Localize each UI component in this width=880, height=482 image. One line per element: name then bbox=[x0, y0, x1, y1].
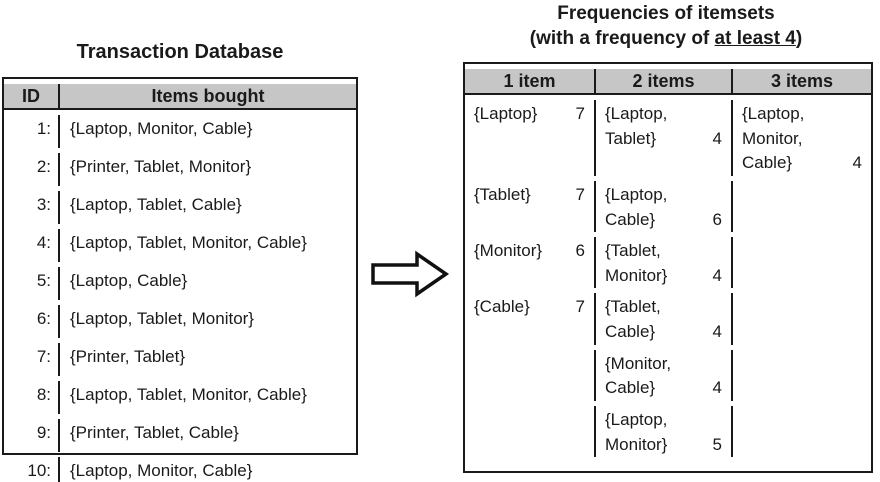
itemset-cell: {Laptop} 7 bbox=[465, 100, 596, 176]
transaction-id: 4: bbox=[4, 229, 60, 262]
transaction-items: {Printer, Tablet} bbox=[70, 347, 185, 366]
itemset-label: {Laptop, Cable} bbox=[605, 184, 668, 229]
itemset-label: {Laptop, Monitor} bbox=[605, 410, 668, 454]
transaction-items: {Laptop, Monitor, Cable} bbox=[70, 119, 253, 138]
column-header-1-item: 1 item bbox=[465, 69, 596, 95]
itemset-count: 7 bbox=[575, 297, 585, 317]
table-row: 5: {Laptop, Cable} bbox=[4, 267, 356, 300]
frequencies-title-line1: Frequencies of itemsets bbox=[557, 3, 775, 24]
itemset-count: 6 bbox=[575, 241, 585, 261]
min-frequency-underline: at least 4 bbox=[714, 27, 796, 49]
itemset-label: {Laptop, Tablet} bbox=[605, 104, 668, 148]
table-row: 4: {Laptop, Tablet, Monitor, Cable} bbox=[4, 229, 356, 262]
transaction-id: 8: bbox=[4, 381, 60, 414]
frequencies-title-line2: (with a frequency of at least 4) bbox=[529, 27, 803, 49]
itemset-cell: {Laptop, Monitor} 5 bbox=[596, 406, 733, 458]
table-row: {Laptop} 7 {Laptop, Tablet} 4 {Laptop, Mon… bbox=[465, 100, 871, 176]
table-row: {Cable} 7 {Tablet, Cable} 4 bbox=[465, 293, 871, 345]
itemset-count: 7 bbox=[575, 184, 585, 204]
transaction-id: 3: bbox=[4, 191, 60, 224]
transaction-items: {Laptop, Tablet, Monitor, Cable} bbox=[70, 233, 307, 252]
itemset-cell: {Cable} 7 bbox=[465, 293, 596, 345]
table-row: 6: {Laptop, Tablet, Monitor} bbox=[4, 305, 356, 338]
table-row: 8: {Laptop, Tablet, Monitor, Cable} bbox=[4, 381, 356, 414]
itemset-cell: {Laptop, Monitor, Cable} 4 bbox=[733, 100, 871, 176]
transaction-id: 9: bbox=[4, 419, 60, 452]
table-row: 10: {Laptop, Monitor, Cable} bbox=[4, 457, 356, 482]
itemset-cell: {Monitor, Cable} 4 bbox=[596, 349, 733, 402]
itemset-count: 6 bbox=[712, 209, 722, 229]
itemset-count: 4 bbox=[712, 265, 722, 285]
column-header-id: ID bbox=[4, 84, 60, 110]
transaction-id: 7: bbox=[4, 343, 60, 376]
transaction-items: {Laptop, Tablet, Cable} bbox=[70, 195, 242, 214]
transaction-id: 10: bbox=[4, 457, 60, 482]
itemset-cell: {Tablet} 7 bbox=[465, 180, 596, 233]
column-header-3-items: 3 items bbox=[733, 69, 871, 95]
transaction-db-title: Transaction Database bbox=[76, 41, 284, 63]
table-row: 1: {Laptop, Monitor, Cable} bbox=[4, 115, 356, 148]
transaction-items: {Laptop, Monitor, Cable} bbox=[70, 461, 253, 480]
itemset-label: {Tablet, Cable} bbox=[605, 297, 661, 342]
itemset-count: 4 bbox=[712, 378, 722, 398]
itemset-label: {Laptop, Monitor, Cable} bbox=[742, 104, 805, 173]
itemset-label: {Tablet, Monitor} bbox=[605, 241, 668, 285]
transaction-items: {Laptop, Tablet, Monitor} bbox=[70, 309, 254, 328]
column-header-2-items: 2 items bbox=[596, 69, 733, 95]
table-row: {Tablet} 7 {Laptop, Cable} 6 bbox=[465, 180, 871, 233]
itemset-cell: {Monitor} 6 bbox=[465, 237, 596, 289]
itemset-cell: {Laptop, Tablet} 4 bbox=[596, 100, 733, 176]
transaction-id: 6: bbox=[4, 305, 60, 338]
table-row: {Laptop, Monitor} 5 bbox=[465, 406, 871, 458]
itemset-label: {Tablet} bbox=[474, 184, 531, 204]
transaction-items: {Laptop, Tablet, Monitor, Cable} bbox=[70, 385, 307, 404]
itemset-count: 4 bbox=[712, 128, 722, 148]
itemset-cell: {Tablet, Cable} 4 bbox=[596, 293, 733, 345]
itemset-label: {Cable} bbox=[474, 297, 530, 317]
itemset-label: {Monitor, Cable} bbox=[605, 353, 672, 398]
itemset-cell bbox=[465, 406, 596, 458]
table-row: {Monitor, Cable} 4 bbox=[465, 349, 871, 402]
block-arrow-right-icon bbox=[371, 250, 450, 298]
itemset-count: 4 bbox=[852, 153, 862, 173]
column-header-items-bought: Items bought bbox=[60, 84, 356, 110]
transaction-id: 5: bbox=[4, 267, 60, 300]
itemset-cell bbox=[733, 406, 871, 457]
itemset-cell bbox=[733, 293, 871, 344]
transaction-table: ID Items bought 1: {Laptop, Monitor, Cabl… bbox=[2, 77, 358, 482]
transaction-items: {Printer, Tablet, Cable} bbox=[70, 423, 239, 442]
frequencies-title: Frequencies of itemsets (with a frequenc… bbox=[455, 2, 877, 51]
itemset-count: 5 bbox=[712, 434, 722, 454]
table-header-row: 1 item 2 items 3 items bbox=[465, 69, 871, 95]
transaction-id: 2: bbox=[4, 153, 60, 186]
transaction-items: {Printer, Tablet, Monitor} bbox=[70, 157, 252, 176]
table-row: 3: {Laptop, Tablet, Cable} bbox=[4, 191, 356, 224]
itemset-cell: {Laptop, Cable} 6 bbox=[596, 180, 733, 233]
table-row: {Monitor} 6 {Tablet, Monitor} 4 bbox=[465, 237, 871, 289]
itemset-cell bbox=[465, 349, 596, 402]
table-row: 9: {Printer, Tablet, Cable} bbox=[4, 419, 356, 452]
table-row: 2: {Printer, Tablet, Monitor} bbox=[4, 153, 356, 186]
transaction-items: {Laptop, Cable} bbox=[70, 271, 188, 290]
itemset-cell bbox=[733, 181, 871, 232]
itemset-label: {Monitor} bbox=[474, 241, 543, 261]
transaction-id: 1: bbox=[4, 115, 60, 148]
itemset-count: 7 bbox=[575, 104, 585, 123]
itemset-cell bbox=[733, 237, 871, 288]
itemset-cell: {Tablet, Monitor} 4 bbox=[596, 237, 733, 289]
itemset-label: {Laptop} bbox=[474, 104, 538, 123]
frequency-table: 1 item 2 items 3 items {Laptop} 7 {Laptop… bbox=[463, 62, 873, 473]
table-header-row: ID Items bought bbox=[4, 84, 356, 110]
itemset-cell bbox=[733, 350, 871, 401]
table-row: 7: {Printer, Tablet} bbox=[4, 343, 356, 376]
itemset-count: 4 bbox=[712, 322, 722, 342]
